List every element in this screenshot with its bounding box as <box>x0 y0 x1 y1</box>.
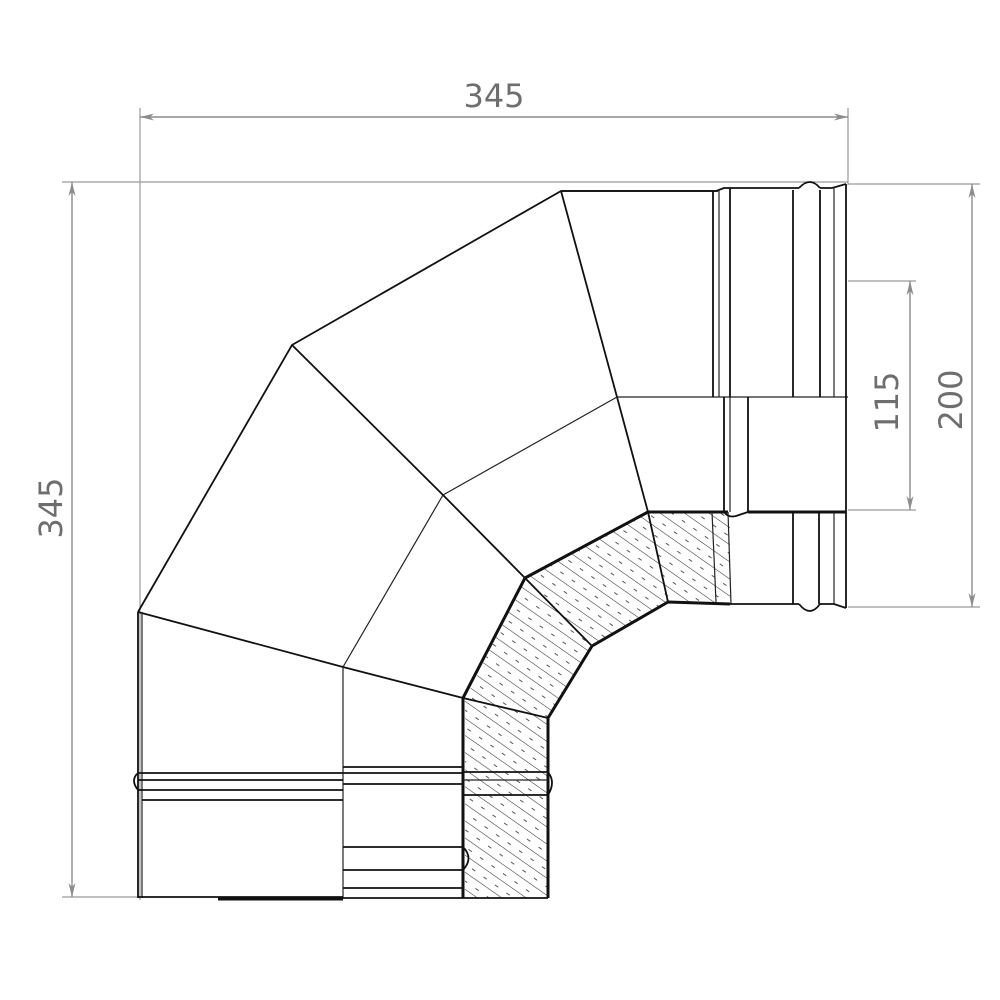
dimension-outer-diameter: 200 <box>848 183 980 608</box>
insulation-section <box>461 510 732 898</box>
top-right-socket <box>561 181 847 612</box>
dimension-inner-diameter: 115 <box>848 280 916 511</box>
dimension-overall-width: 345 <box>139 77 849 900</box>
bottom-spigot <box>133 766 548 901</box>
dimension-overall-height: 345 <box>32 181 848 898</box>
dimension-label-115: 115 <box>868 371 906 432</box>
dimension-label-width: 345 <box>463 77 524 115</box>
dimension-label-200: 200 <box>932 369 970 430</box>
dimension-label-height: 345 <box>32 477 70 538</box>
